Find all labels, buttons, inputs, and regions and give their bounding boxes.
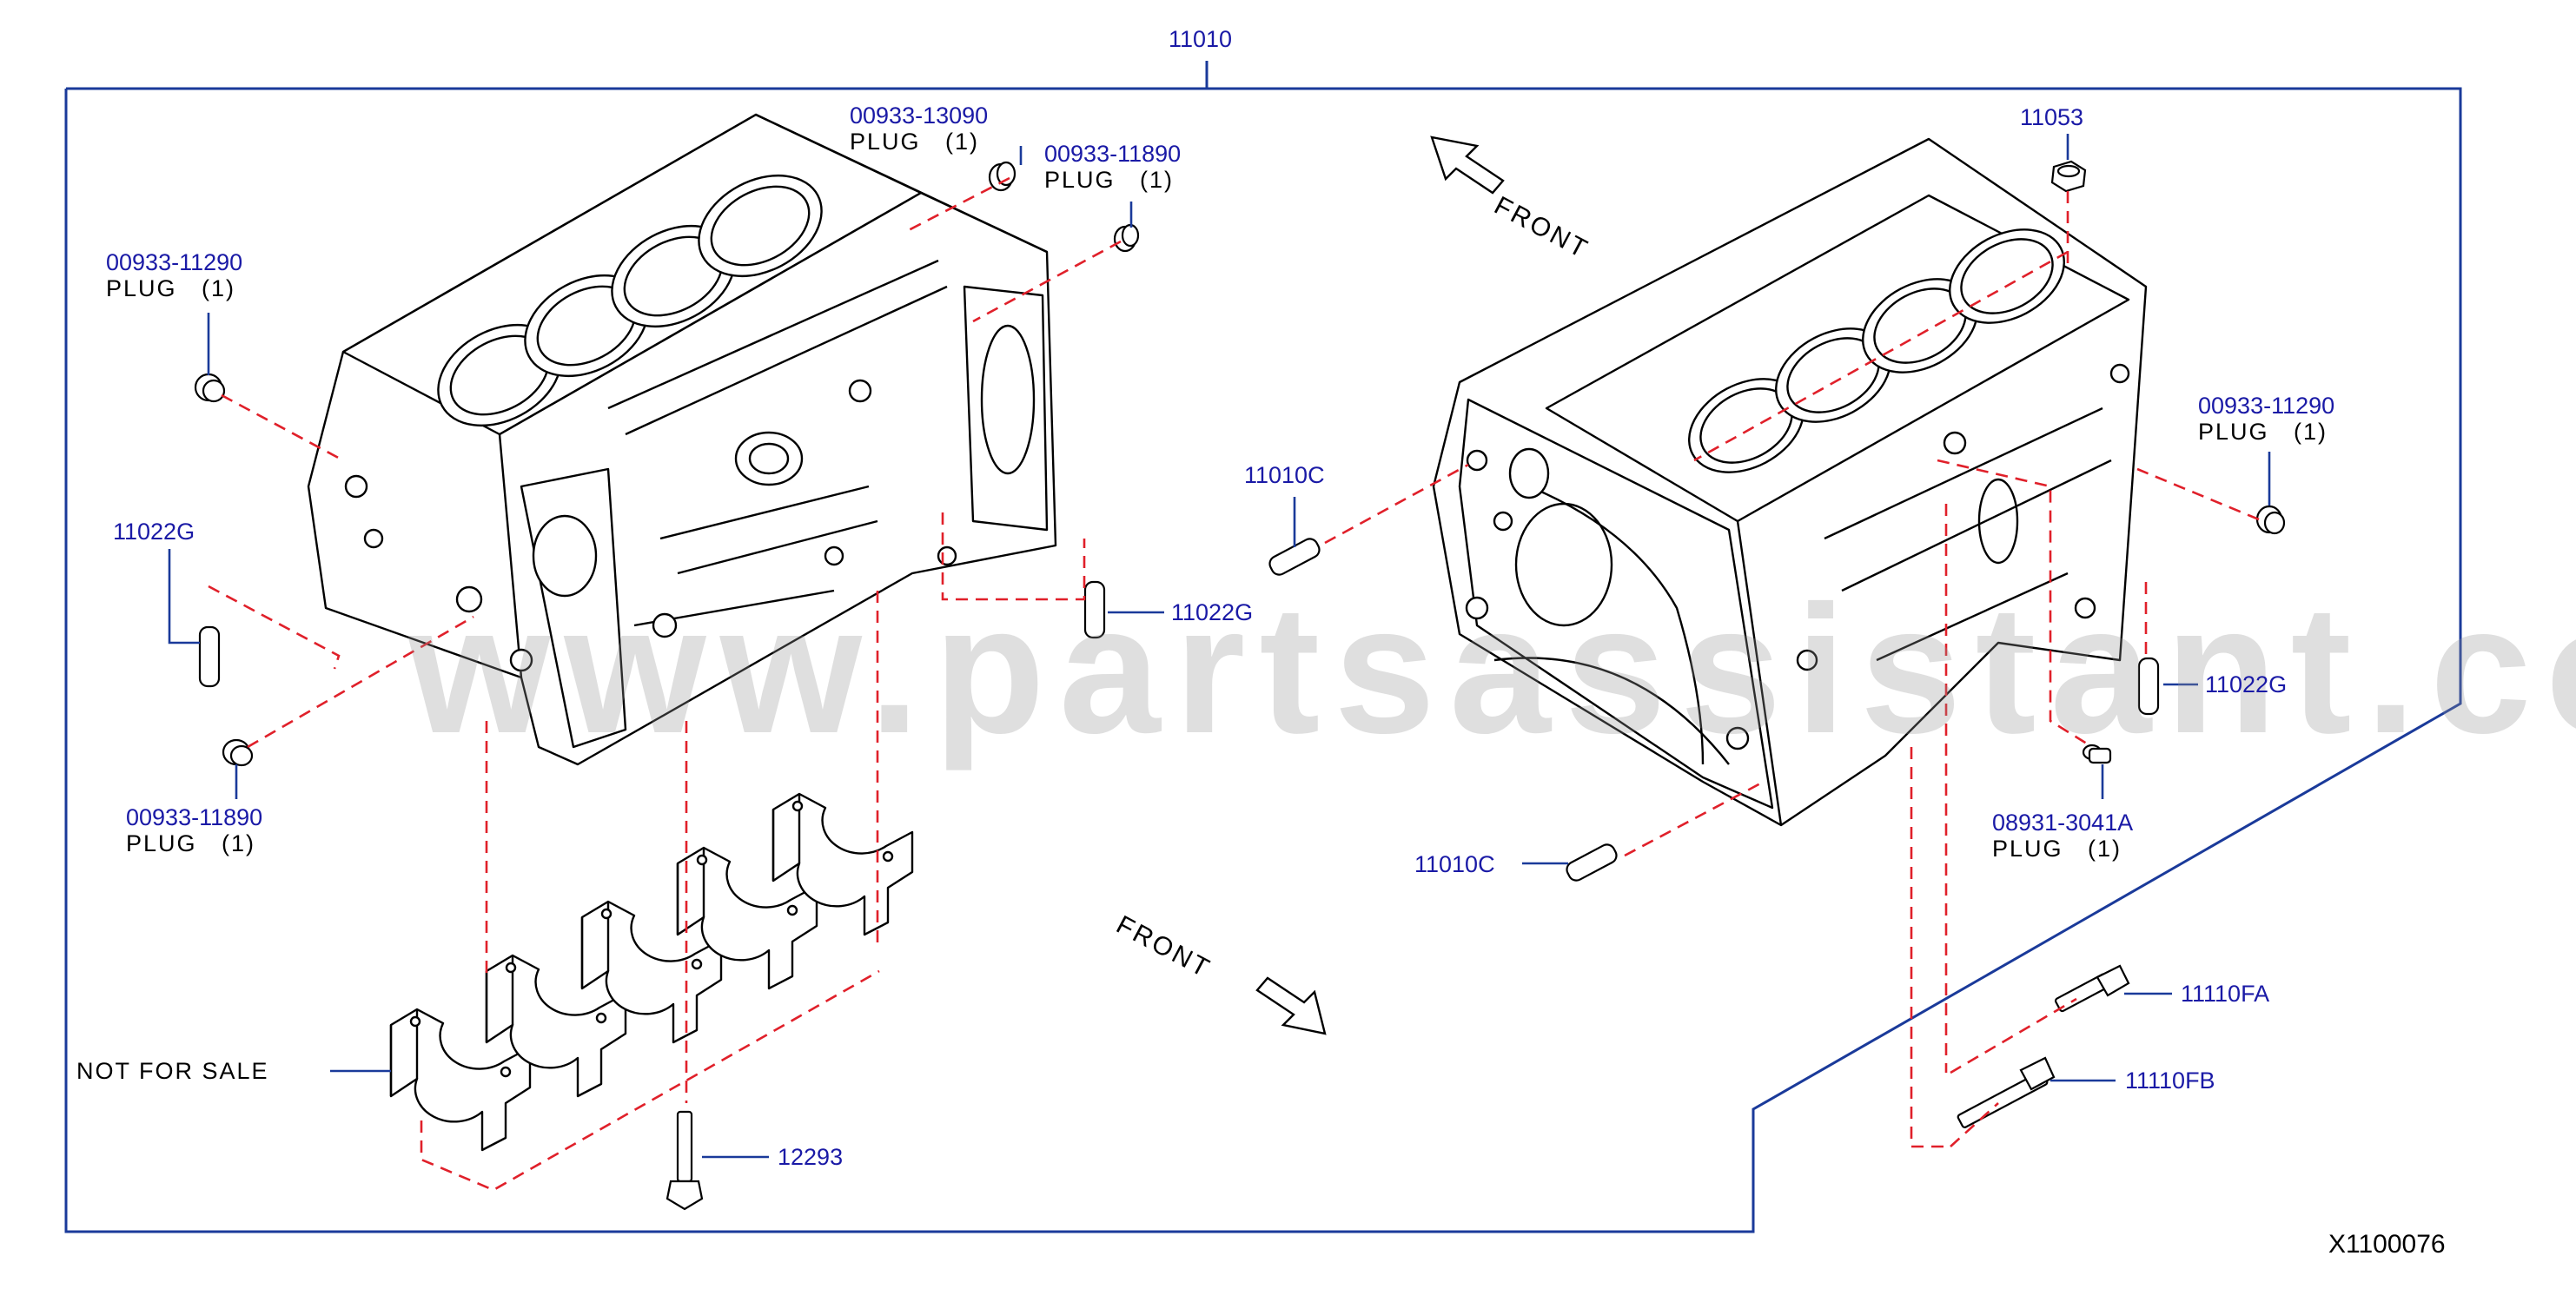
assembly-boundary	[66, 61, 2460, 1232]
watermark: www.partsassistant.com	[408, 567, 2576, 771]
bearing-cap	[487, 955, 626, 1096]
part-desc: PLUG	[1992, 836, 2063, 862]
dashed-assembly-lines	[209, 178, 2259, 1190]
callout-00933-11290-left[interactable]: 00933-11290 PLUG (1)	[106, 249, 242, 301]
plug-11053-icon	[2052, 162, 2085, 191]
part-number: 08931-3041A	[1992, 810, 2134, 836]
part-qty: (1)	[2294, 419, 2328, 445]
part-number: 00933-13090	[850, 102, 989, 129]
callout-08931-3041a[interactable]: 08931-3041A PLUG (1)	[1992, 810, 2133, 862]
plug-00933-11890-top-icon	[1115, 225, 1138, 251]
right-cylinder-block	[1434, 139, 2146, 825]
plug-00933-13090-icon	[990, 162, 1015, 190]
front-arrow-bottom-icon	[1257, 978, 1325, 1034]
callout-00933-13090[interactable]: 00933-13090 PLUG (1)	[850, 102, 988, 155]
part-desc: PLUG	[2198, 419, 2269, 445]
callout-11010c-upper[interactable]: 11010C	[1244, 462, 1325, 488]
figure-code: X1100076	[2328, 1230, 2446, 1259]
dowel-11022g-left-icon	[200, 627, 219, 686]
small-parts	[195, 162, 2284, 1209]
callout-11022g-left[interactable]: 11022G	[113, 519, 195, 545]
part-desc: PLUG	[106, 275, 177, 301]
callout-11022g-mid[interactable]: 11022G	[1171, 599, 1254, 625]
part-number: 00933-11290	[2198, 393, 2335, 419]
bolt-11110fb-icon	[1957, 1058, 2054, 1128]
callout-00933-11890-bottom[interactable]: 00933-11890 PLUG (1)	[126, 804, 262, 856]
main-bearing-caps	[391, 794, 912, 1150]
part-number: 00933-11890	[126, 804, 263, 830]
bearing-cap	[678, 848, 817, 988]
callout-not-for-sale[interactable]: NOT FOR SALE	[76, 1058, 269, 1084]
part-number: 00933-11890	[1044, 141, 1182, 167]
callout-00933-11890-top[interactable]: 00933-11890 PLUG (1)	[1044, 141, 1181, 193]
plug-00933-11890-bottom-icon	[223, 740, 252, 765]
plug-00933-11290-left-icon	[195, 374, 224, 401]
front-arrow-top-icon	[1432, 137, 1503, 193]
dowel-11010c-lower-icon	[1564, 842, 1619, 883]
callout-11010c-lower[interactable]: 11010C	[1414, 851, 1495, 877]
part-qty: (1)	[2088, 836, 2122, 862]
part-desc: PLUG	[1044, 167, 1116, 193]
plug-00933-11290-right-icon	[2257, 506, 2284, 533]
bearing-cap	[391, 1009, 530, 1150]
part-qty: (1)	[1140, 167, 1175, 193]
part-number: 00933-11290	[106, 249, 243, 275]
bolt-11110fa-icon	[2055, 966, 2129, 1012]
bolt-12293-icon	[667, 1112, 702, 1209]
part-qty: (1)	[202, 275, 236, 301]
callout-11022g-right[interactable]: 11022G	[2205, 671, 2288, 697]
dowel-11022g-right-icon	[2139, 658, 2158, 714]
part-desc: PLUG	[126, 830, 197, 856]
callout-11110fb[interactable]: 11110FB	[2125, 1068, 2215, 1094]
left-cylinder-block	[308, 115, 1056, 764]
callout-00933-11290-right[interactable]: 00933-11290 PLUG (1)	[2198, 393, 2334, 445]
callout-11110fa[interactable]: 11110FA	[2181, 981, 2270, 1007]
part-qty: (1)	[222, 830, 256, 856]
callout-11053[interactable]: 11053	[2020, 104, 2084, 130]
leader-lines	[169, 134, 2269, 1157]
dowel-11022g-mid-icon	[1085, 582, 1104, 638]
part-qty: (1)	[945, 129, 980, 155]
callout-12293[interactable]: 12293	[778, 1144, 844, 1170]
plug-08931-3041a-icon	[2083, 745, 2110, 763]
part-desc: PLUG	[850, 129, 921, 155]
dowel-11010c-upper-icon	[1267, 536, 1321, 578]
callout-11010[interactable]: 11010	[1169, 26, 1233, 52]
